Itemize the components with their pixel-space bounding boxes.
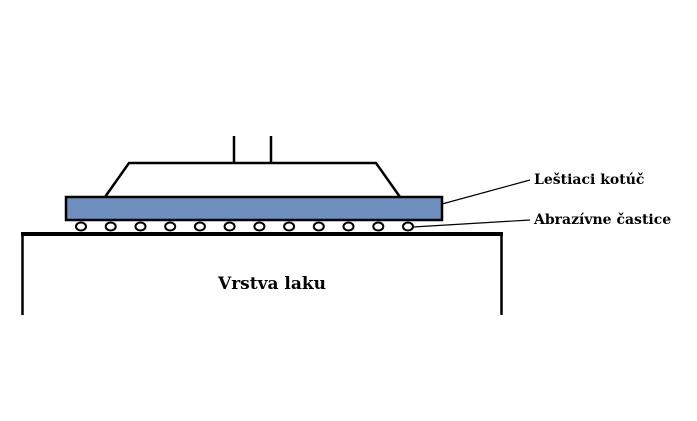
abrasive-particle <box>75 221 87 232</box>
abrasive-particle <box>283 221 296 232</box>
disc-label: Leštiaci kotúč <box>534 172 644 188</box>
abrasive-particle <box>342 221 355 232</box>
particles-label: Abrazívne častice <box>533 212 671 228</box>
abrasive-particles <box>75 221 414 232</box>
head-holder <box>103 161 402 198</box>
particles-leader-line <box>412 219 531 228</box>
abrasive-particle <box>402 221 414 232</box>
abrasive-particle <box>253 221 266 232</box>
abrasive-particle <box>134 221 147 232</box>
abrasive-particle <box>372 221 385 232</box>
abrasive-particle <box>164 221 177 232</box>
disc-leader-line <box>441 179 531 205</box>
polishing-disc <box>64 195 444 222</box>
layer-label: Vrstva laku <box>217 274 326 294</box>
polishing-head <box>103 136 402 198</box>
abrasive-particle <box>312 221 325 232</box>
abrasive-particle <box>223 221 236 232</box>
lacquer-layer <box>21 232 503 315</box>
abrasive-particle <box>193 221 206 232</box>
abrasive-particle <box>104 221 117 232</box>
